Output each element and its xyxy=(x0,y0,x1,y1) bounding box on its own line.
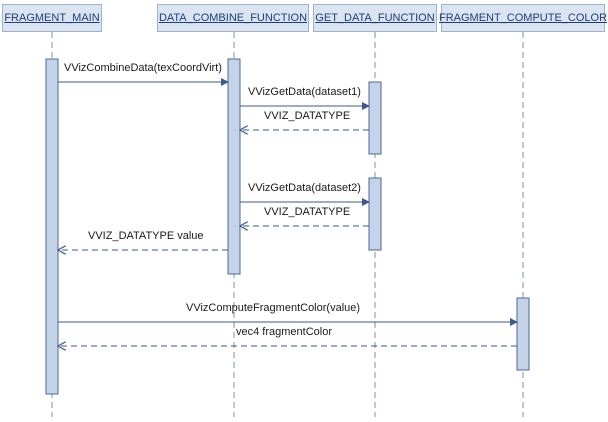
participant-fragment-main: FRAGMENT_MAIN xyxy=(2,4,102,32)
message-label-vvizgetdata-2: VVizGetData(dataset2) xyxy=(248,182,361,194)
message-label-return-fragmentcolor: vec4 fragmentColor xyxy=(236,326,332,338)
activation-data-combine-function xyxy=(227,58,241,275)
message-label-return-datatype-1: VVIZ_DATATYPE xyxy=(264,110,351,122)
message-label-return-datatype-2: VVIZ_DATATYPE xyxy=(264,206,351,218)
participant-data-combine-function: DATA_COMBINE_FUNCTION xyxy=(157,4,309,32)
participant-fragment-compute-color: FRAGMENT_COMPUTE_COLOR xyxy=(439,4,607,32)
message-label-vvizcombinedata: VVizCombineData(texCoordVirt) xyxy=(64,62,222,74)
activation-fragment-main xyxy=(45,58,59,395)
message-label-return-datatype-value: VVIZ_DATATYPE value xyxy=(88,230,204,242)
participant-get-data-function: GET_DATA_FUNCTION xyxy=(313,4,437,32)
message-label-vvizcomputefragmentcolor: VVizComputeFragmentColor(value) xyxy=(186,302,361,314)
message-label-vvizgetdata-1: VVizGetData(dataset1) xyxy=(248,86,361,98)
activation-fragment-compute-color xyxy=(516,297,530,371)
activation-get-data-function-1 xyxy=(368,81,382,155)
activation-get-data-function-2 xyxy=(368,177,382,251)
